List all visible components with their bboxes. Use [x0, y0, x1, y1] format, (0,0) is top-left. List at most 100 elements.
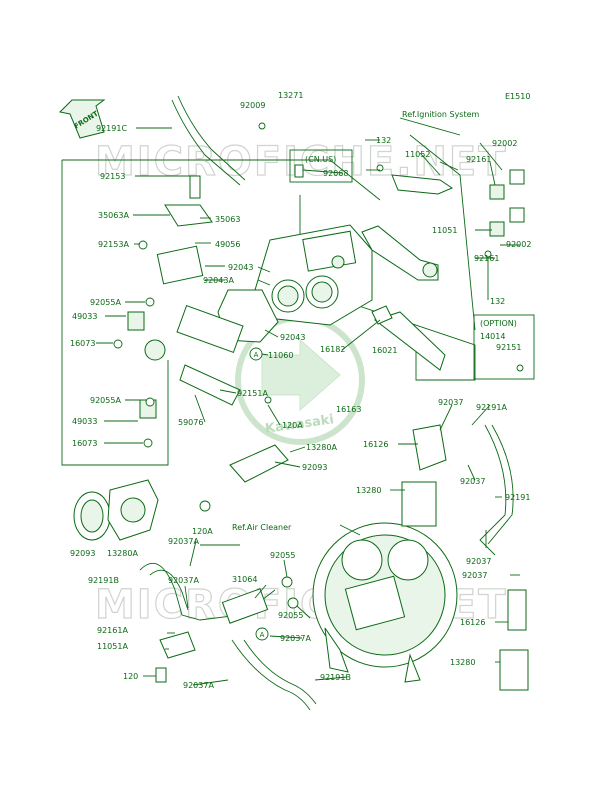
ignition-bracket-line: [409, 134, 476, 331]
bolt-92153: [189, 175, 201, 199]
label-92151: 92151: [496, 343, 521, 352]
group-outline-left: [61, 159, 230, 466]
label-92043: 92043: [228, 263, 253, 272]
label-92037a-2: 92037A: [168, 576, 199, 585]
screw-92009: [258, 122, 266, 130]
sensor-16163: [373, 311, 446, 371]
label-92093: 92093: [302, 463, 327, 472]
label-49056: 49056: [215, 240, 240, 249]
gasket-13280a-upper: [229, 444, 289, 483]
oring-16073: [113, 339, 123, 349]
label-92055a: 92055A: [90, 298, 121, 307]
label-92037: 92037: [438, 398, 463, 407]
hose-92191-outer: [487, 424, 514, 545]
sensor-16182: [371, 305, 393, 325]
label-92002-b: 92002: [506, 240, 531, 249]
label-11060: 11060: [268, 351, 293, 360]
label-92037a-4: 92037A: [183, 681, 214, 690]
ref-ignition-system: Ref.Ignition System: [402, 110, 480, 119]
label-92161-b: 92161: [474, 254, 499, 263]
label-92055: 92055: [270, 551, 295, 560]
cnus-box: [289, 149, 353, 183]
hose-92191b: [149, 569, 189, 611]
screw-120a: [264, 396, 272, 404]
label-16073-b: 16073: [72, 439, 97, 448]
hose-92191: [479, 424, 507, 556]
label-16182: 16182: [320, 345, 345, 354]
label-92037-b: 92037: [460, 477, 485, 486]
option-label: (OPTION): [480, 319, 517, 328]
hose-92191b-lower-outer: [243, 639, 317, 705]
oring-92055a-2: [145, 397, 155, 407]
hose-92191c: [171, 99, 241, 186]
label-92161a: 92161A: [97, 626, 128, 635]
grommet-92002-bottom: [509, 207, 525, 223]
valve-16126-bottom: [507, 589, 527, 631]
label-92055-b: 92055: [278, 611, 303, 620]
label-13280-b: 13280: [450, 658, 475, 667]
valve-13280-top: [401, 481, 437, 527]
label-35063a: 35063A: [98, 211, 129, 220]
cap-92068: [294, 164, 304, 178]
air-cleaner-housing: [312, 522, 458, 683]
label-120a: 120A: [282, 421, 303, 430]
bolt-92153a: [138, 240, 148, 250]
oring-92055: [281, 576, 293, 588]
label-132-b: 132: [490, 297, 505, 306]
label-92191b: 92191B: [88, 576, 119, 585]
label-92055a-2: 92055A: [90, 396, 121, 405]
label-11051: 11051: [432, 226, 457, 235]
label-49033: 49033: [72, 312, 97, 321]
label-132: 132: [376, 136, 391, 145]
hose-31064: [139, 562, 276, 621]
label-49033-b: 49033: [72, 417, 97, 426]
label-16163: 16163: [336, 405, 361, 414]
label-92068: 92068: [323, 169, 348, 178]
bushing-92161: [422, 262, 438, 278]
label-92151a: 92151A: [237, 389, 268, 398]
label-16073: 16073: [70, 339, 95, 348]
watermark-top: MICROFICHE.NET: [95, 139, 508, 185]
bracket-35063: [164, 204, 213, 227]
label-11052: 11052: [405, 150, 430, 159]
callout-a-2: A: [255, 627, 269, 641]
label-120: 120: [123, 672, 138, 681]
fuel-injector-assembly: [127, 245, 244, 419]
bolt-132: [484, 250, 492, 258]
leader-lines: [96, 117, 520, 686]
label-92093-b: 92093: [70, 549, 95, 558]
gasket-13280a-hole: [120, 497, 146, 523]
fitting-31064: [221, 588, 269, 624]
label-120a-2: 120A: [192, 527, 213, 536]
svg-text:A: A: [260, 631, 265, 639]
label-92037-c: 92037: [466, 557, 491, 566]
group-outline-top: [230, 159, 381, 201]
label-92191b-2: 92191B: [320, 673, 351, 682]
label-13280a-2: 13280A: [107, 549, 138, 558]
ref-air-cleaner: Ref.Air Cleaner: [232, 523, 292, 532]
label-16126-b: 16126: [460, 618, 485, 627]
label-92037a: 92037A: [168, 537, 199, 546]
cnus-label: (CN.US): [305, 155, 336, 164]
bolt-120: [155, 667, 167, 683]
hose-92191c-outer: [177, 95, 246, 181]
label-11051a: 11051A: [97, 642, 128, 651]
callout-a-1: A: [249, 347, 263, 361]
bracket-11052: [391, 174, 454, 195]
label-16021: 16021: [372, 346, 397, 355]
oring-92055-2: [287, 597, 299, 609]
label-92153: 92153: [100, 172, 125, 181]
label-92043a: 92043A: [203, 276, 234, 285]
clamp-11051a: [159, 631, 196, 659]
diagram-id: E1510: [505, 92, 530, 101]
label-92153a: 92153A: [98, 240, 129, 249]
label-92037-d: 92037: [462, 571, 487, 580]
label-13280a: 13280A: [306, 443, 337, 452]
label-92037a-3: 92037A: [280, 634, 311, 643]
label-31064: 31064: [232, 575, 257, 584]
collar-92161: [489, 221, 505, 237]
bracket-11051: [361, 225, 439, 281]
label-92191c: 92191C: [96, 124, 127, 133]
